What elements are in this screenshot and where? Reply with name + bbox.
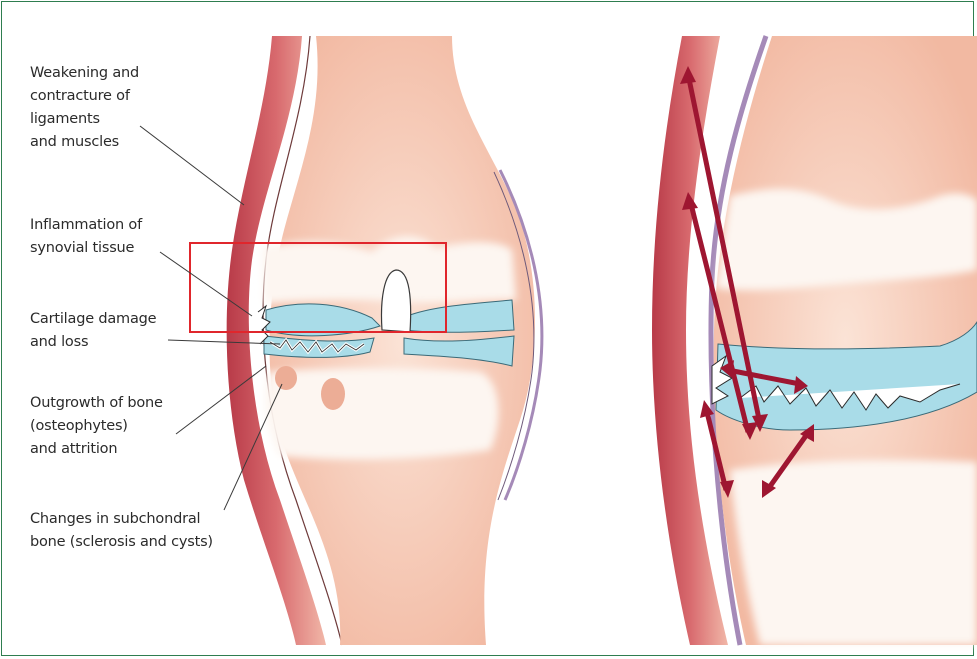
label-line: and loss <box>30 331 156 354</box>
label-line: Weakening and <box>30 62 139 85</box>
label-column: Weakening and contracture of ligaments a… <box>30 0 260 659</box>
label-line: contracture of <box>30 85 139 108</box>
label-line: Inflammation of <box>30 214 142 237</box>
label-cartilage: Cartilage damage and loss <box>30 308 156 354</box>
tibia-marrow <box>265 368 498 459</box>
label-line: Cartilage damage <box>30 308 156 331</box>
label-line: synovial tissue <box>30 237 142 260</box>
label-line: ligaments <box>30 108 139 131</box>
subchondral-cyst-2 <box>321 378 345 410</box>
label-line: Changes in subchondral <box>30 508 213 531</box>
label-line: (osteophytes) <box>30 415 163 438</box>
zoomed-detail <box>652 36 977 645</box>
label-ligaments: Weakening and contracture of ligaments a… <box>30 62 139 154</box>
subchondral-cyst-1 <box>275 366 297 390</box>
label-line: bone (sclerosis and cysts) <box>30 531 213 554</box>
label-synovial: Inflammation of synovial tissue <box>30 214 142 260</box>
label-line: and muscles <box>30 131 139 154</box>
label-osteophytes: Outgrowth of bone (osteophytes) and attr… <box>30 392 163 461</box>
label-subchondral: Changes in subchondral bone (sclerosis a… <box>30 508 213 554</box>
label-line: Outgrowth of bone <box>30 392 163 415</box>
label-line: and attrition <box>30 438 163 461</box>
